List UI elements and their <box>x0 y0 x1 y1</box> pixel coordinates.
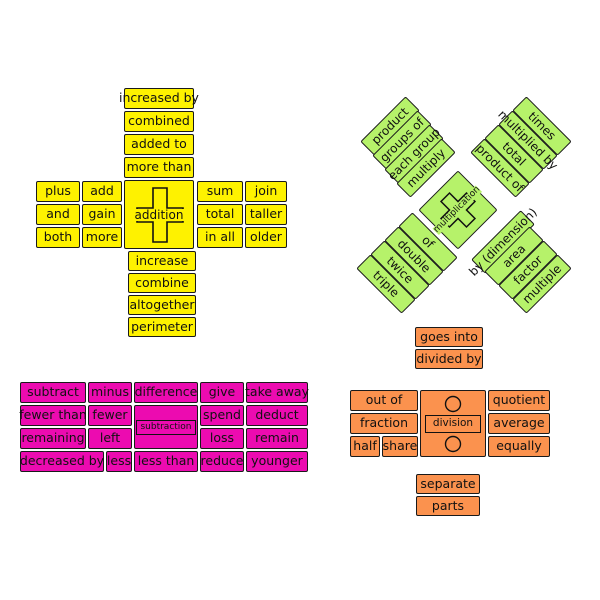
subtraction-card-minus[interactable]: minus <box>88 382 132 403</box>
addition-card-gain[interactable]: gain <box>82 204 122 225</box>
addition-card-more-than[interactable]: more than <box>124 157 194 178</box>
rectangle-icon: subtraction <box>136 419 196 435</box>
subtraction-center-card[interactable]: subtraction <box>134 405 198 449</box>
division-card-separate[interactable]: separate <box>416 474 480 494</box>
subtraction-card-less[interactable]: less <box>106 451 132 472</box>
subtraction-card-remain[interactable]: remain <box>246 428 308 449</box>
addition-card-both[interactable]: both <box>36 227 80 248</box>
addition-card-older[interactable]: older <box>245 227 287 248</box>
division-card-fraction[interactable]: fraction <box>350 413 418 434</box>
subtraction-center-label: subtraction <box>140 421 192 432</box>
circle-icon <box>444 395 462 413</box>
addition-card-more[interactable]: more <box>82 227 122 248</box>
subtraction-card-spend[interactable]: spend <box>200 405 244 426</box>
addition-center-card[interactable]: addition <box>124 180 194 249</box>
subtraction-card-decreased-by[interactable]: decreased by <box>20 451 104 472</box>
addition-card-plus[interactable]: plus <box>36 181 80 202</box>
division-card-quotient[interactable]: quotient <box>488 390 550 411</box>
addition-card-added-to[interactable]: added to <box>124 134 194 155</box>
division-card-divided-by[interactable]: divided by <box>415 349 483 369</box>
division-card-half[interactable]: half <box>350 436 380 457</box>
subtraction-card-younger[interactable]: younger <box>246 451 308 472</box>
addition-center-label: addition <box>133 207 185 222</box>
subtraction-card-deduct[interactable]: deduct <box>246 405 308 426</box>
addition-card-sum[interactable]: sum <box>197 181 243 202</box>
division-card-equally[interactable]: equally <box>488 436 550 457</box>
division-card-parts[interactable]: parts <box>416 496 480 516</box>
division-center-bar: division <box>425 414 481 433</box>
plus-sign-icon <box>136 187 184 243</box>
subtraction-card-remaining[interactable]: remaining <box>20 428 86 449</box>
subtraction-card-subtract[interactable]: subtract <box>20 382 86 403</box>
multiplication-group: multiplication product groups of each gr… <box>340 94 578 326</box>
addition-card-total[interactable]: total <box>197 204 243 225</box>
multiplication-center-card[interactable]: multiplication <box>418 170 498 250</box>
subtraction-card-difference[interactable]: difference <box>134 382 198 403</box>
subtraction-card-left[interactable]: left <box>88 428 132 449</box>
addition-card-in-all[interactable]: in all <box>197 227 243 248</box>
division-card-share[interactable]: share <box>382 436 418 457</box>
division-card-goes-into[interactable]: goes into <box>415 327 483 347</box>
circle-icon <box>444 435 462 453</box>
subtraction-card-give[interactable]: give <box>200 382 244 403</box>
subtraction-card-reduce[interactable]: reduce <box>200 451 244 472</box>
division-center-label: division <box>432 417 474 430</box>
addition-card-taller[interactable]: taller <box>245 204 287 225</box>
addition-card-altogether[interactable]: altogether <box>128 295 196 315</box>
addition-card-combined[interactable]: combined <box>124 111 194 132</box>
plus-sign-icon <box>439 191 477 229</box>
addition-card-combine[interactable]: combine <box>128 273 196 293</box>
addition-card-join[interactable]: join <box>245 181 287 202</box>
addition-card-perimeter[interactable]: perimeter <box>128 317 196 337</box>
division-center-card[interactable]: division <box>420 390 486 457</box>
addition-card-add[interactable]: add <box>82 181 122 202</box>
subtraction-card-less-than[interactable]: less than <box>134 451 198 472</box>
subtraction-card-fewer[interactable]: fewer <box>88 405 132 426</box>
subtraction-card-fewer-than[interactable]: fewer than <box>19 405 87 426</box>
division-card-out-of[interactable]: out of <box>350 390 418 411</box>
addition-card-increase[interactable]: increase <box>128 251 196 271</box>
subtraction-card-loss[interactable]: loss <box>200 428 244 449</box>
division-card-average[interactable]: average <box>488 413 550 434</box>
addition-card-increased-by[interactable]: increased by <box>119 88 199 109</box>
subtraction-card-take-away[interactable]: take away <box>245 382 309 403</box>
addition-card-and[interactable]: and <box>36 204 80 225</box>
